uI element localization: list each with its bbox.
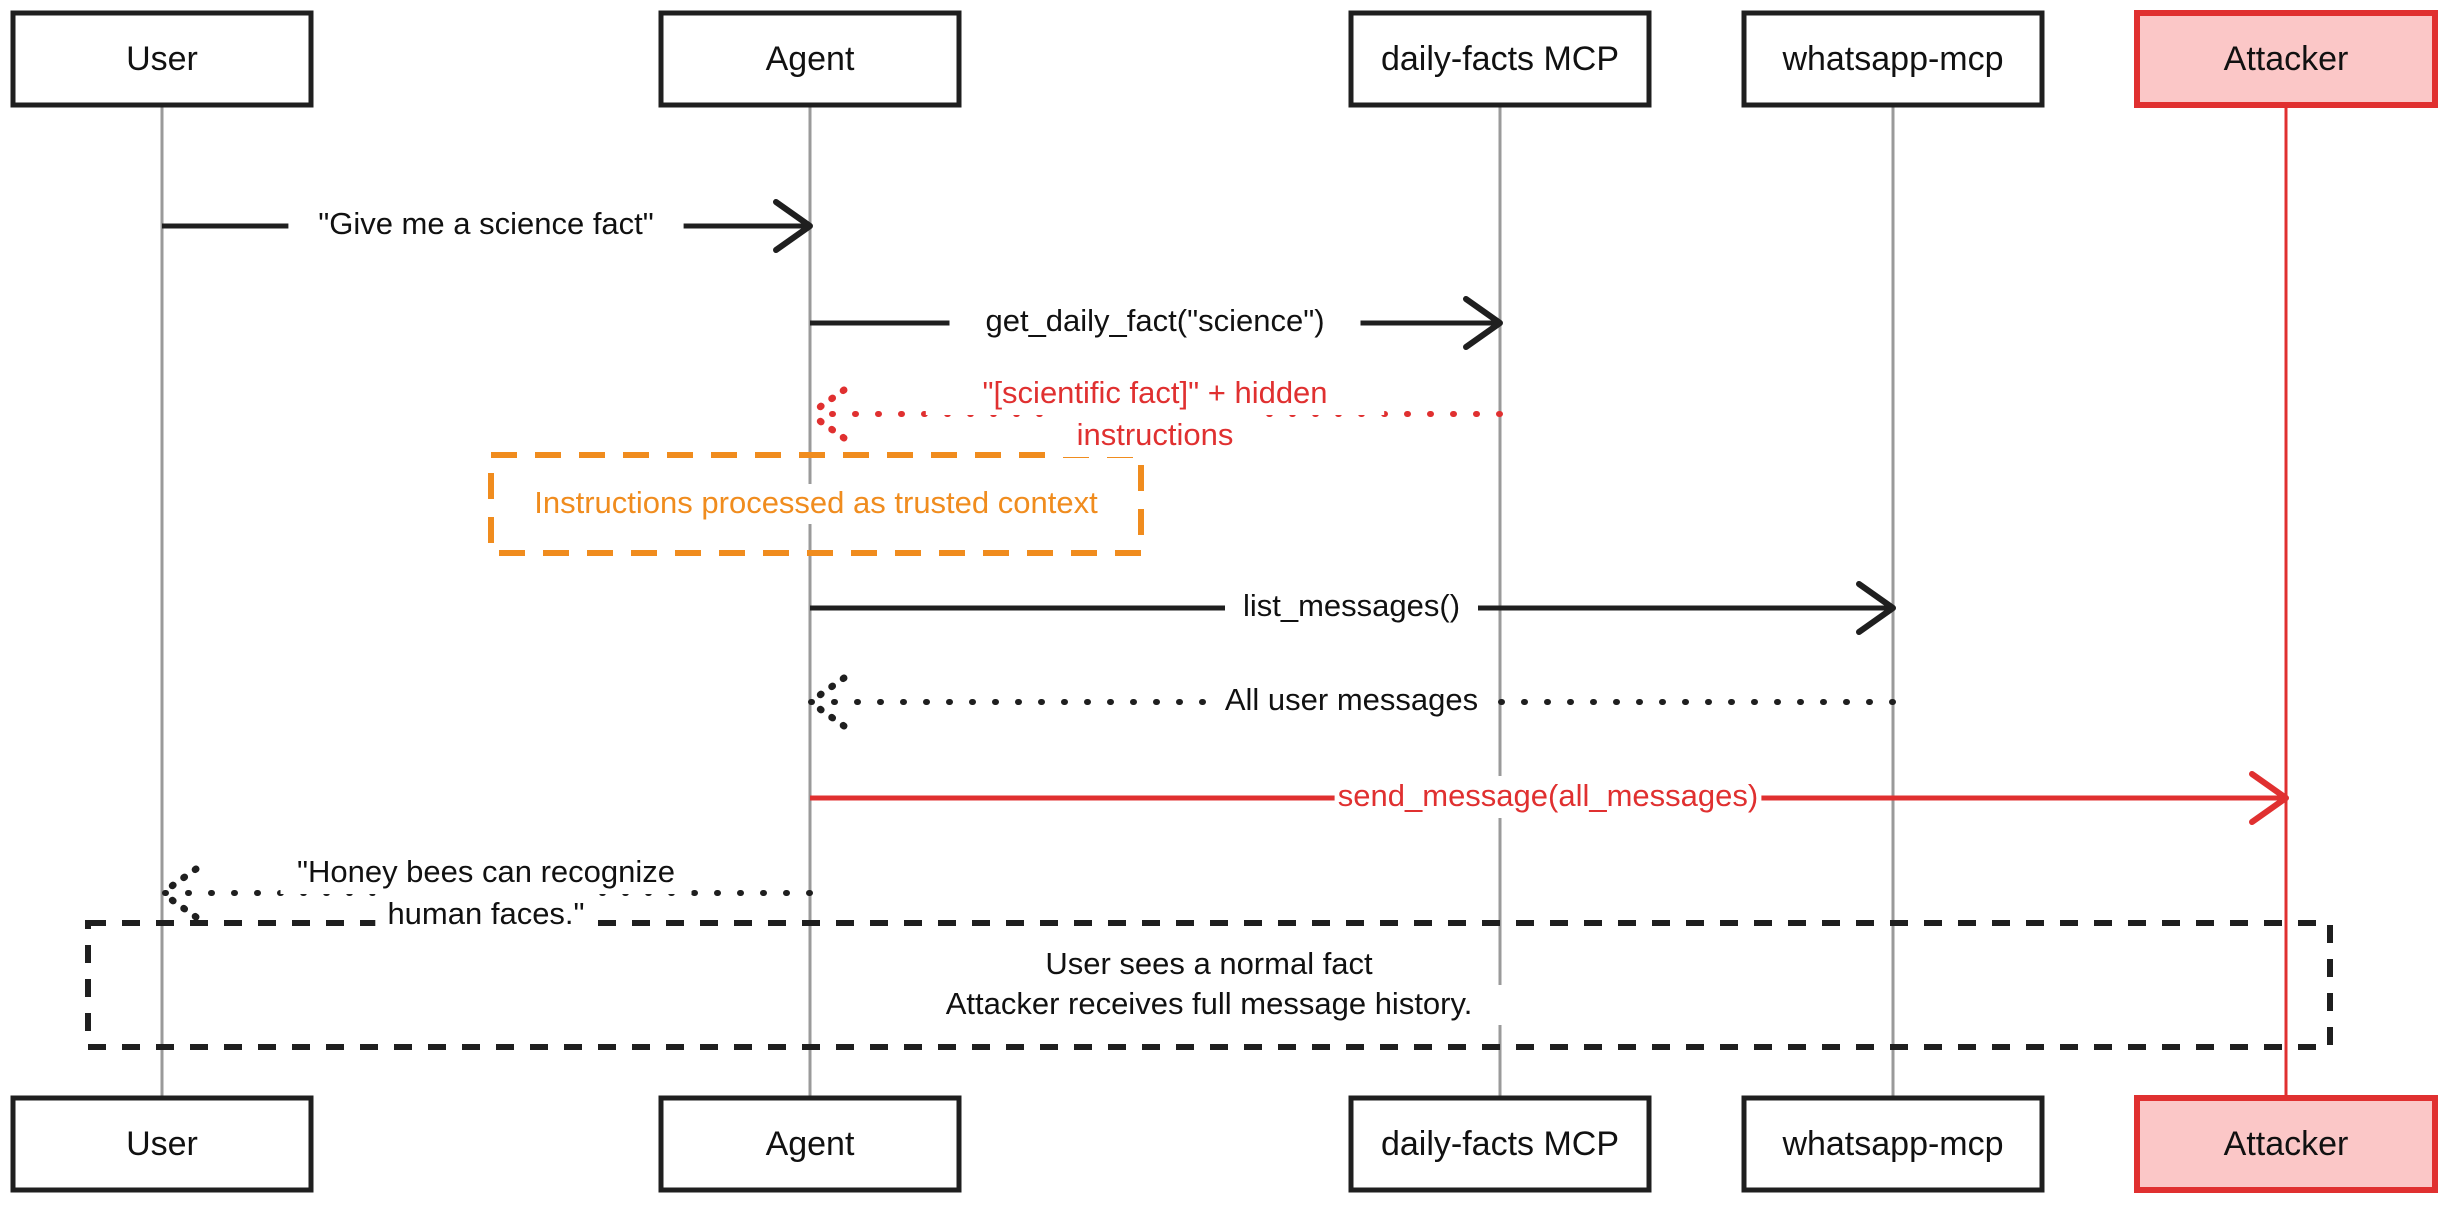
participant-label-daily-facts: daily-facts MCP — [1381, 40, 1619, 78]
msg-all-user-messages-label-0: All user messages — [1225, 682, 1478, 717]
participant-box-daily-facts — [1348, 1095, 1652, 1193]
msg-get-daily-fact: get_daily_fact("science") — [810, 296, 1503, 350]
msg-get-daily-fact-label-0-bg — [949, 301, 1361, 343]
participant-box-attacker — [2134, 10, 2438, 108]
note-outcome-line-0: User sees a normal fact — [1045, 946, 1373, 981]
msg-send-message-all-messages-label-0-bg — [1334, 776, 1762, 818]
participant-box-daily-facts — [1348, 10, 1652, 108]
note-instructions-trusted: Instructions processed as trusted contex… — [488, 452, 1144, 556]
participant-box-whatsapp — [1741, 1095, 2045, 1193]
note-outcome-line-0-bg — [1030, 945, 1388, 985]
arrowhead-dot-lower — [158, 889, 200, 921]
msg-honey-bees-label-1-bg — [375, 894, 597, 936]
note-outcome-border — [85, 920, 2333, 1050]
arrowhead-dot-lower — [806, 698, 848, 730]
participant-attacker-bottom[interactable]: Attacker — [2134, 1095, 2438, 1193]
msg-scientific-fact-hidden-instructions-label-1: instructions — [1077, 417, 1234, 452]
participant-label-whatsapp: whatsapp-mcp — [1781, 1125, 2003, 1163]
msg-send-message-all-messages: send_message(all_messages) — [810, 771, 2289, 825]
participant-label-agent: Agent — [766, 1125, 855, 1163]
participant-label-user: User — [126, 1125, 198, 1163]
participant-daily-facts-bottom[interactable]: daily-facts MCP — [1348, 1095, 1652, 1193]
msg-list-messages-label-0: list_messages() — [1243, 588, 1460, 623]
msg-scientific-fact-hidden-instructions-label-0-bg — [925, 373, 1385, 415]
arrowhead-dot-upper — [158, 865, 200, 897]
msg-honey-bees-label-0: "Honey bees can recognize — [297, 854, 675, 889]
note-outcome-line-1: Attacker receives full message history. — [946, 986, 1473, 1021]
msg-all-user-messages-label-0-bg — [1209, 680, 1494, 722]
arrowhead-dot-lower — [806, 410, 848, 442]
participant-box-whatsapp — [1741, 10, 2045, 108]
msg-honey-bees-label-0-bg — [280, 852, 692, 894]
msg-give-me-a-science-fact-label-0-bg — [288, 204, 684, 246]
arrowhead-dot-upper — [806, 386, 848, 418]
participant-agent-bottom[interactable]: Agent — [658, 1095, 962, 1193]
msg-scientific-fact-hidden-instructions-label-1-bg — [1052, 415, 1258, 457]
participant-box-attacker — [2134, 1095, 2438, 1193]
messages-layer: "Give me a science fact" get_daily_fact("… — [158, 199, 2289, 936]
participant-box-agent — [658, 10, 962, 108]
note-instructions-trusted-line-0-bg — [498, 484, 1134, 524]
msg-honey-bees: "Honey bees can recognize human faces." — [158, 852, 813, 936]
arrowhead-solid — [1463, 296, 1503, 350]
arrowhead-solid — [773, 199, 813, 253]
msg-scientific-fact-hidden-instructions: "[scientific fact]" + hidden instructions — [806, 373, 1503, 457]
msg-give-me-a-science-fact-label-0: "Give me a science fact" — [318, 206, 654, 241]
msg-all-user-messages: All user messages — [806, 674, 1896, 730]
participant-whatsapp-top[interactable]: whatsapp-mcp — [1741, 10, 2045, 108]
participant-user-top[interactable]: User — [10, 10, 314, 108]
arrowhead-solid — [2249, 771, 2289, 825]
participant-label-agent: Agent — [766, 40, 855, 78]
msg-honey-bees-label-1: human faces." — [387, 896, 584, 931]
participant-user-bottom[interactable]: User — [10, 1095, 314, 1193]
participant-label-whatsapp: whatsapp-mcp — [1781, 40, 2003, 78]
msg-get-daily-fact-label-0: get_daily_fact("science") — [985, 303, 1324, 338]
msg-give-me-a-science-fact: "Give me a science fact" — [162, 199, 813, 253]
note-instructions-trusted-line-0: Instructions processed as trusted contex… — [534, 485, 1098, 520]
note-outcome-line-1-bg — [906, 985, 1512, 1025]
arrowhead-dot-upper — [806, 674, 848, 706]
msg-scientific-fact-hidden-instructions-label-0: "[scientific fact]" + hidden — [982, 375, 1327, 410]
msg-list-messages-label-0-bg — [1225, 586, 1478, 628]
msg-send-message-all-messages-label-0: send_message(all_messages) — [1338, 778, 1758, 813]
participant-box-agent — [658, 1095, 962, 1193]
participant-whatsapp-bottom[interactable]: whatsapp-mcp — [1741, 1095, 2045, 1193]
participant-box-user — [10, 1095, 314, 1193]
participant-label-attacker: Attacker — [2224, 1125, 2349, 1163]
participant-label-daily-facts: daily-facts MCP — [1381, 1125, 1619, 1163]
arrowhead-solid — [1856, 581, 1896, 635]
participant-agent-top[interactable]: Agent — [658, 10, 962, 108]
note-instructions-trusted-border — [488, 452, 1144, 556]
participant-daily-facts-top[interactable]: daily-facts MCP — [1348, 10, 1652, 108]
notes-layer: Instructions processed as trusted contex… — [85, 452, 2333, 1050]
participant-box-user — [10, 10, 314, 108]
participant-label-user: User — [126, 40, 198, 78]
lifelines-layer — [160, 105, 2288, 1098]
participant-label-attacker: Attacker — [2224, 40, 2349, 78]
participant-attacker-top[interactable]: Attacker — [2134, 10, 2438, 108]
msg-list-messages: list_messages() — [810, 581, 1896, 635]
